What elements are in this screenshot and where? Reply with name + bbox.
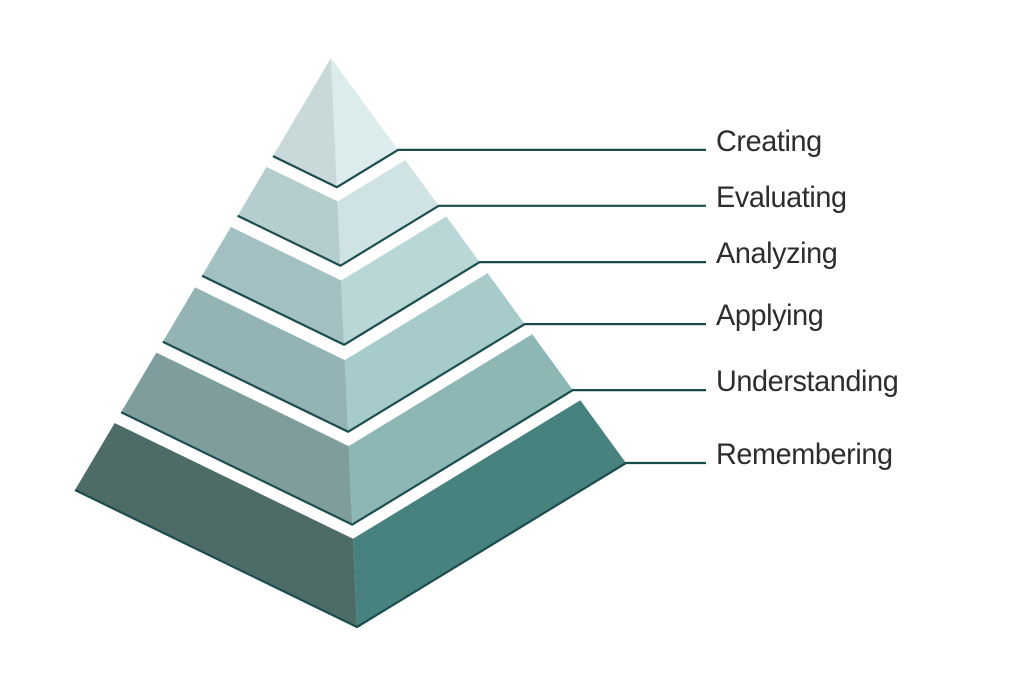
level-label-evaluating: Evaluating — [716, 180, 847, 214]
tier-creating-right-face — [331, 58, 398, 188]
tier-analyzing-right-face — [341, 216, 480, 345]
tier-understanding-left-face — [121, 352, 353, 525]
tier-creating-left-face — [272, 58, 337, 188]
leader-line-creating — [272, 148, 706, 189]
tier-remembering-left-face — [75, 423, 357, 627]
leader-line-remembering — [74, 461, 706, 629]
tier-applying-right-face — [344, 273, 525, 432]
leader-line-applying — [162, 323, 706, 433]
tier-remembering-right-face — [353, 400, 626, 627]
leader-line-analyzing — [201, 261, 706, 346]
tier-evaluating-right-face — [337, 160, 439, 266]
tier-evaluating-left-face — [237, 166, 341, 266]
level-label-understanding: Understanding — [716, 365, 899, 399]
level-label-creating: Creating — [716, 124, 822, 158]
tier-applying-left-face — [162, 287, 349, 432]
level-label-applying: Applying — [716, 299, 824, 333]
tier-analyzing-left-face — [202, 226, 345, 345]
leader-line-evaluating — [237, 204, 706, 267]
tier-understanding-right-face — [348, 334, 573, 525]
level-label-remembering: Remembering — [716, 438, 893, 471]
leader-line-understanding — [120, 389, 706, 526]
level-label-analyzing: Analyzing — [716, 237, 838, 271]
